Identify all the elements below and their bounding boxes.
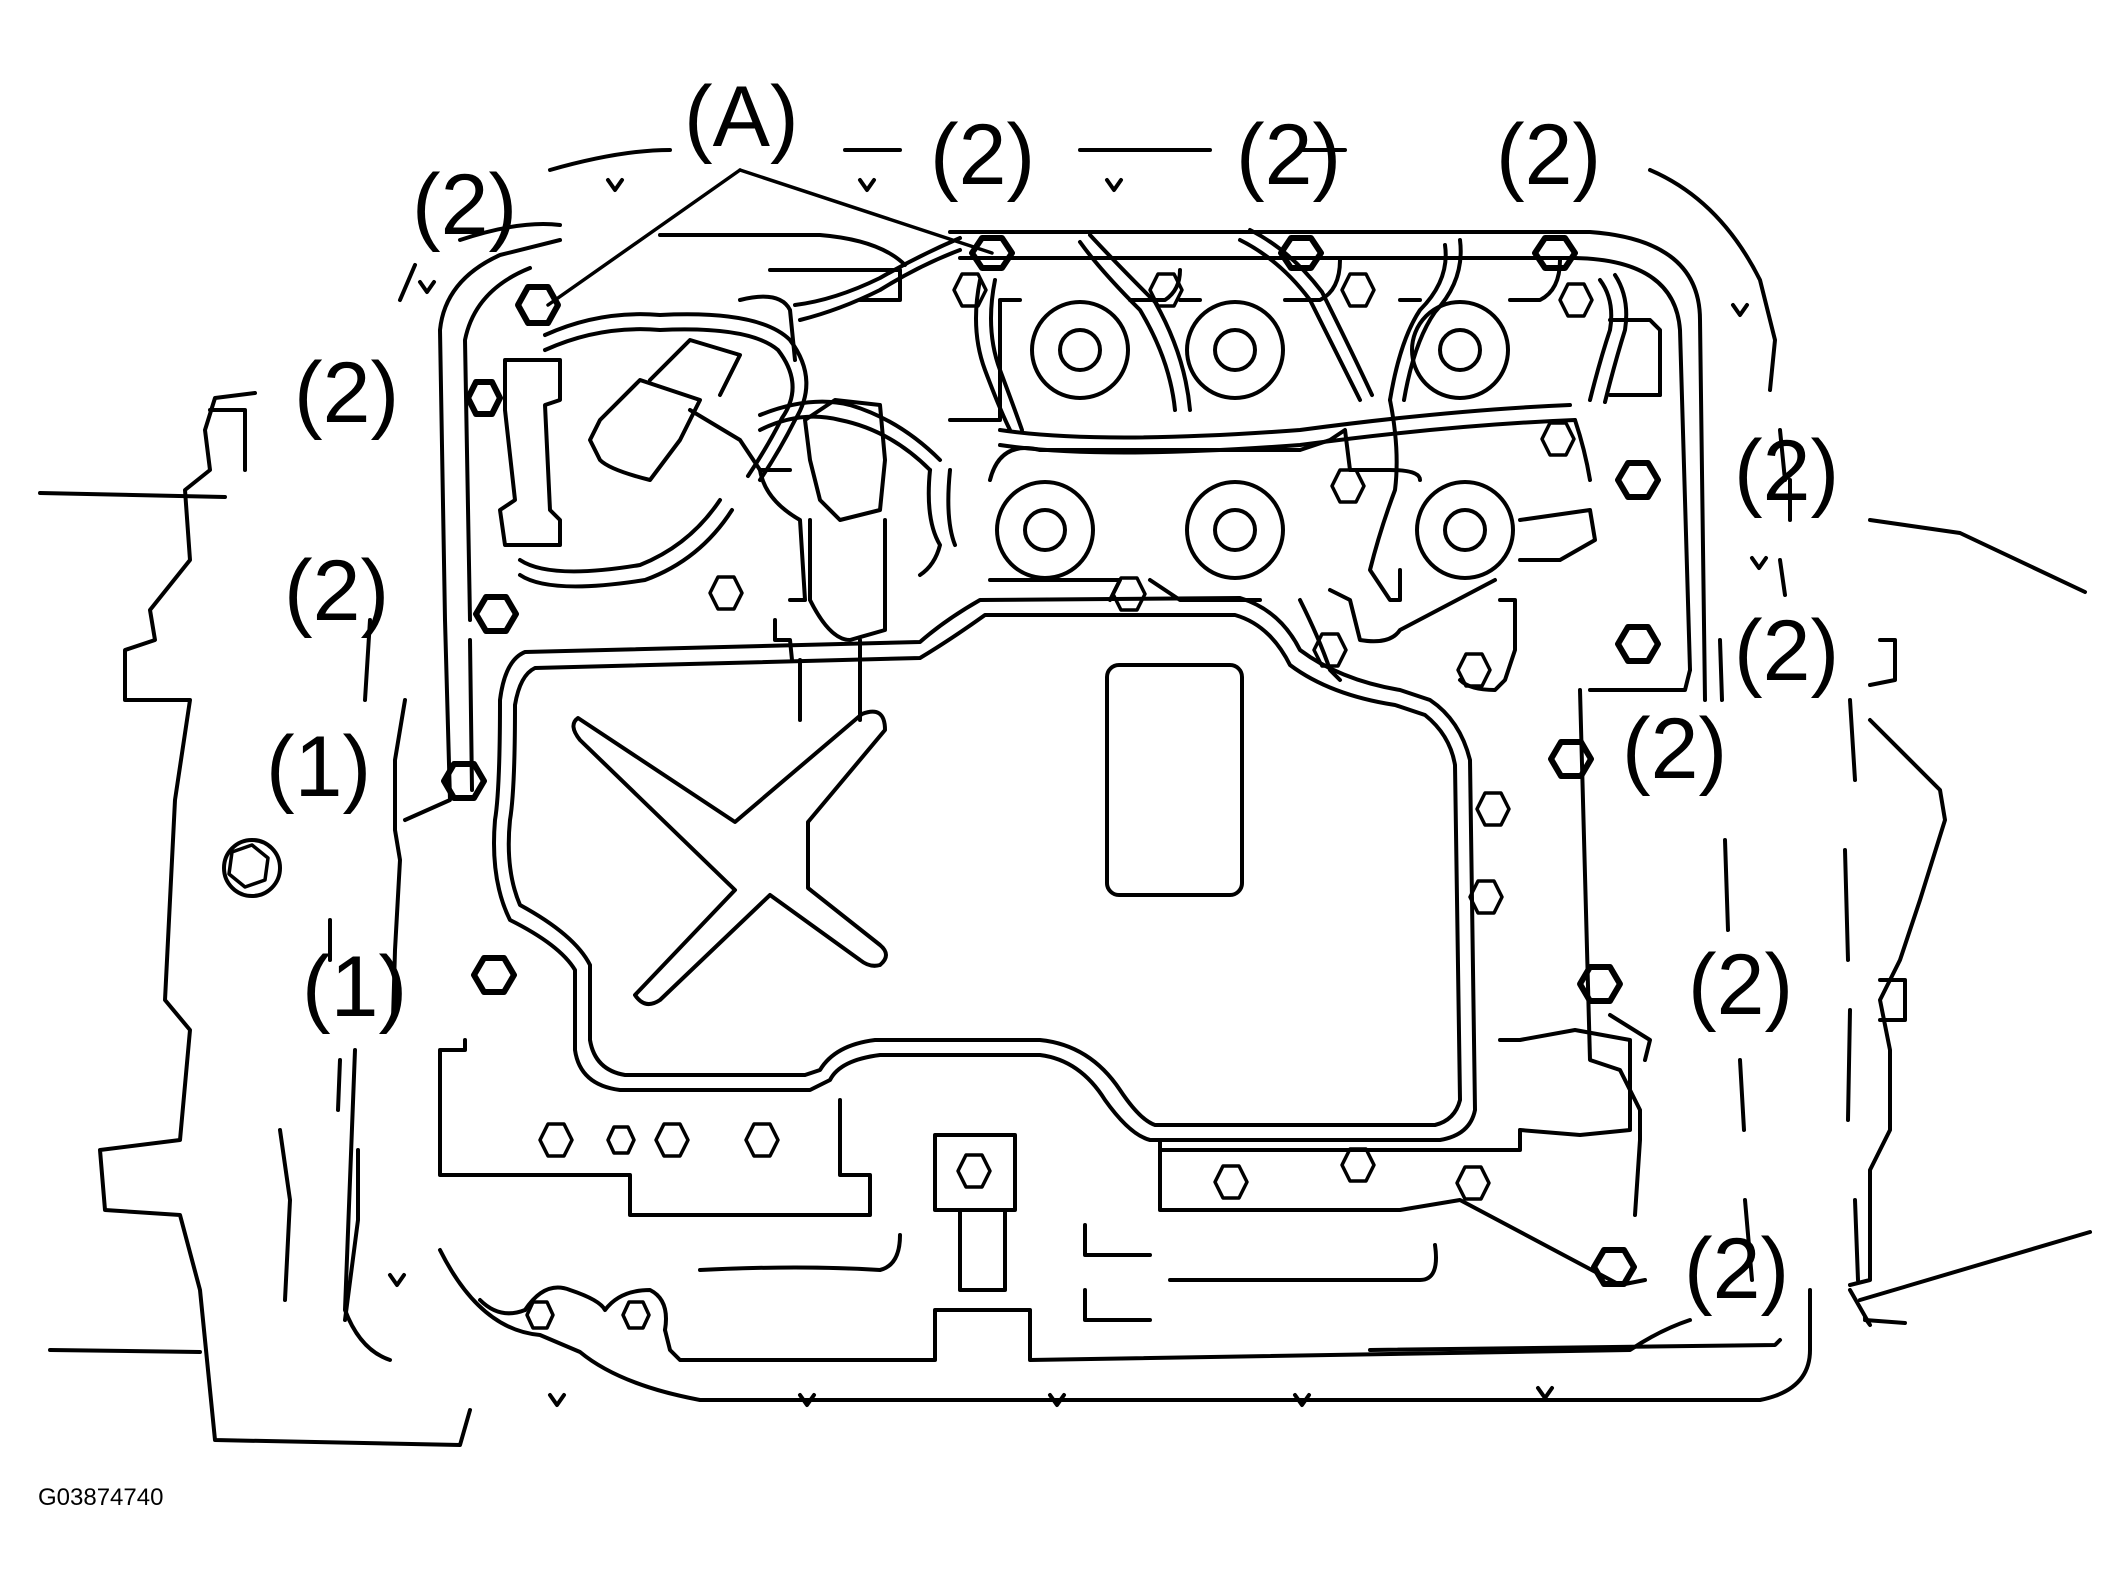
figure-id: G03874740 xyxy=(38,1484,164,1511)
bolt-top-mid xyxy=(1278,235,1324,271)
removal-bolts xyxy=(441,235,1661,1287)
callout-2-top-left: (2) xyxy=(412,157,518,253)
transmission-case-right xyxy=(1718,478,2092,1327)
bolt-top-right xyxy=(1532,235,1578,271)
leader-lines xyxy=(546,168,994,307)
callout-2-right-e: (2) xyxy=(1684,1221,1790,1317)
case-plug xyxy=(222,838,282,898)
callout-2-top-b: (2) xyxy=(1236,107,1342,203)
callout-1-upper: (1) xyxy=(266,719,372,815)
bolt-top-mid-left xyxy=(969,235,1015,271)
callout-1-lower: (1) xyxy=(302,939,408,1035)
transmission-case-left xyxy=(38,391,472,1447)
callout-2-right-b: (2) xyxy=(1734,603,1840,699)
bolt-top-left xyxy=(515,284,561,326)
bolt-1-lower xyxy=(471,955,517,995)
callout-2-left-upper: (2) xyxy=(294,345,400,441)
callout-2-left-mid: (2) xyxy=(284,543,390,639)
bolt-left-mid xyxy=(473,594,519,634)
strainer xyxy=(492,596,1477,1142)
callout-2-top-c: (2) xyxy=(1496,107,1602,203)
bolt-right-upper xyxy=(1615,460,1661,500)
bolt-left-upper xyxy=(465,379,503,417)
valve-body-plate xyxy=(403,230,1707,1362)
callout-2-right-c: (2) xyxy=(1622,701,1728,797)
callout-2-right-d: (2) xyxy=(1688,937,1794,1033)
leader-a-left xyxy=(546,168,742,307)
bolt-right-mid xyxy=(1615,624,1661,664)
bolt-right-mid-lower xyxy=(1548,739,1594,779)
minor-bolts xyxy=(227,272,1594,1330)
callout-a: (A) xyxy=(684,69,799,165)
bolt-1-upper xyxy=(441,761,487,801)
bolt-right-bottom xyxy=(1591,1247,1637,1287)
leader-a-right xyxy=(738,168,994,255)
cover-flange xyxy=(343,148,1812,1407)
bolt-right-lower xyxy=(1577,964,1623,1004)
callout-2-right-a: (2) xyxy=(1734,423,1840,519)
solenoid-assembly xyxy=(498,228,1662,722)
callout-2-top-a: (2) xyxy=(930,107,1036,203)
